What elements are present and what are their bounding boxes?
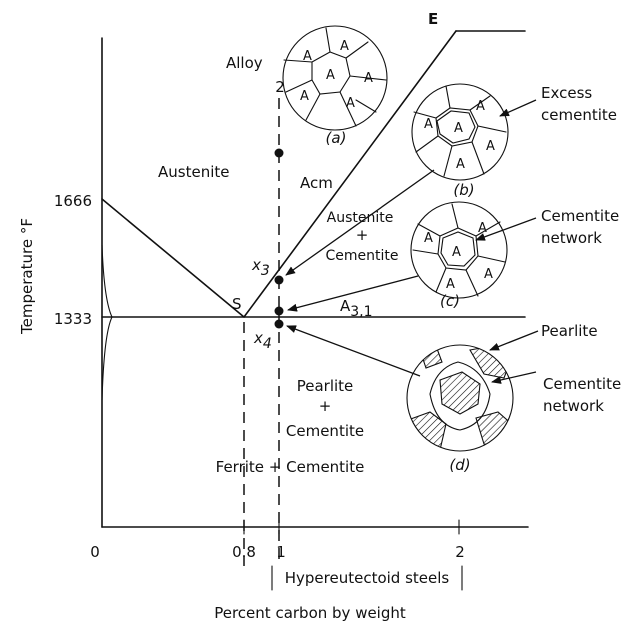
micrograph-a-grain-label: A	[303, 49, 312, 64]
x-axis-label: Percent carbon by weight	[214, 604, 406, 622]
point-a	[275, 149, 284, 158]
svg-text:A: A	[476, 99, 485, 114]
label-Acm: Acm	[300, 174, 333, 192]
svg-text:A: A	[452, 245, 461, 260]
a3-line	[102, 199, 244, 317]
x-tick-label-0: 0	[90, 543, 100, 561]
svg-text:A: A	[340, 39, 349, 54]
svg-text:A: A	[486, 139, 495, 154]
micrograph-c: A A A A A	[411, 202, 507, 298]
svg-text:A: A	[454, 121, 463, 136]
svg-text:A: A	[300, 89, 309, 104]
label-E: E	[428, 10, 438, 28]
point-c	[275, 307, 284, 316]
svg-text:A: A	[326, 68, 335, 83]
point-x4	[275, 320, 284, 329]
y-axis-label: Temperature °F	[18, 218, 36, 335]
svg-text:A: A	[364, 71, 373, 86]
svg-text:A: A	[446, 277, 455, 292]
svg-text:A: A	[478, 221, 487, 236]
micrograph-a-caption: (a)	[326, 129, 347, 147]
region-austenite-cementite-1: Austenite	[327, 210, 394, 226]
arrow-excess-cementite	[500, 100, 536, 116]
region-ferrite-cementite: Ferrite + Cementite	[216, 458, 365, 476]
label-x3: x3	[251, 256, 270, 279]
point-x3	[275, 276, 284, 285]
micrograph-b-caption: (b)	[453, 181, 474, 199]
x-tick-label-2: 2	[455, 543, 465, 561]
micrograph-d	[407, 345, 514, 452]
y-axis-flare	[102, 245, 112, 400]
region-austenite: Austenite	[158, 163, 229, 181]
callout-cementite-network-c-1: Cementite	[541, 207, 619, 225]
callout-cementite-network-d-2: network	[543, 397, 604, 415]
callout-cementite-network-c-2: network	[541, 229, 602, 247]
arrow-pearlite	[490, 331, 538, 350]
svg-text:A: A	[484, 267, 493, 282]
micrograph-b-grain-label: A	[424, 117, 433, 132]
micrograph-a: A A A A A A	[283, 26, 387, 130]
y-tick-label-1666: 1666	[54, 192, 92, 210]
label-S: S	[232, 295, 242, 313]
region-pearlite-cementite-1: Pearlite	[297, 377, 354, 395]
callout-pearlite: Pearlite	[541, 322, 598, 340]
x-tick-label-1: 1	[276, 543, 286, 561]
micrograph-d-caption: (d)	[449, 456, 470, 474]
alloy-label: Alloy	[226, 54, 263, 72]
region-austenite-cementite-2: +	[356, 226, 369, 244]
micrograph-b: A A A A A	[412, 84, 508, 180]
arrow-to-d	[287, 326, 420, 376]
micrograph-c-grain-label: A	[424, 231, 433, 246]
micrograph-c-caption: (c)	[440, 292, 460, 310]
region-pearlite-cementite-3: Cementite	[286, 422, 364, 440]
svg-text:A: A	[456, 157, 465, 172]
label-x4: x4	[253, 329, 272, 352]
callout-cementite-network-d-1: Cementite	[543, 375, 621, 393]
callout-excess-1: Excess	[541, 84, 592, 102]
region-pearlite-cementite-2: +	[319, 397, 332, 415]
bracket-label: Hypereutectoid steels	[285, 569, 450, 587]
region-austenite-cementite-3: Cementite	[326, 248, 399, 264]
callout-excess-2: cementite	[541, 106, 617, 124]
y-tick-label-1333: 1333	[54, 310, 92, 328]
svg-text:A: A	[346, 96, 355, 111]
